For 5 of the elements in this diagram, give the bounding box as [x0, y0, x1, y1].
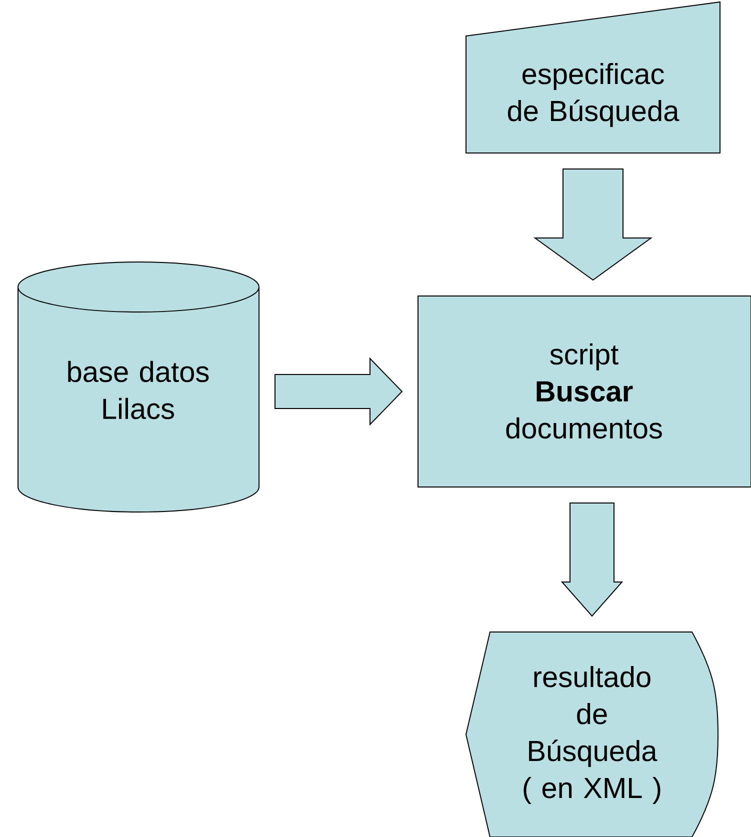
database-cylinder: base datos Lilacs — [18, 262, 260, 512]
block-arrow — [274, 357, 403, 426]
block-arrow — [533, 168, 653, 281]
block-arrow — [560, 502, 624, 617]
process-box: script Buscar documentos — [418, 296, 751, 488]
